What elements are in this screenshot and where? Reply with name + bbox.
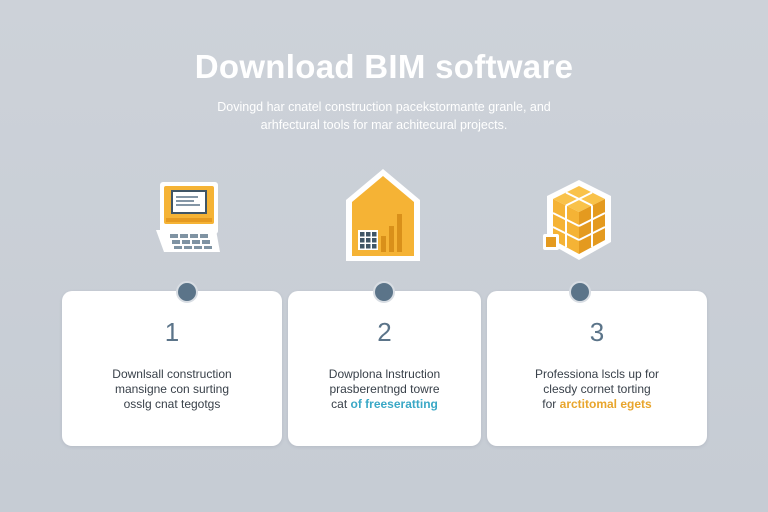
step-description: Downlsall construction mansigne con surt…	[62, 367, 282, 412]
step-description: Professiona lscls up for clesdy cornet t…	[487, 367, 707, 412]
monitor-grid-icon	[152, 176, 226, 260]
step-text-line: osslg cnat tegotgs	[123, 397, 221, 411]
page-subtitle: Dovingd har cnatel construction paceksto…	[150, 98, 618, 134]
step-dot-3	[569, 281, 591, 303]
step-text-line-with-highlight: cat of freeseratting	[288, 397, 481, 412]
subtitle-line-2: arhfectural tools for mar achitecural pr…	[260, 118, 508, 132]
step-dot-2	[373, 281, 395, 303]
step-text-line: clesdy cornet torting	[543, 382, 651, 396]
step-text-line-with-highlight: for arctitomal egets	[487, 397, 707, 412]
step-text-line: Professiona lscls up for	[534, 367, 660, 381]
step-description: Dowplona lnstruction prasberentngd towre…	[288, 367, 481, 412]
step-number: 3	[589, 317, 605, 347]
step-dot-1	[176, 281, 198, 303]
step-number: 2	[377, 317, 392, 347]
step-text-line: mansigne con surting	[114, 382, 230, 396]
step-card-1[interactable]: 1 Downlsall construction mansigne con su…	[62, 291, 282, 446]
step-text-line: Downlsall construction	[112, 367, 232, 381]
step-highlight: arctitomal egets	[559, 397, 652, 411]
subtitle-line-1: Dovingd har cnatel construction paceksto…	[217, 100, 551, 114]
page-title: Download BIM software	[194, 48, 574, 85]
step-text: cat	[331, 397, 348, 411]
step-text-line: prasberentngd towre	[329, 382, 440, 396]
step-highlight: of freeseratting	[350, 397, 438, 411]
step-text-line: Dowplona lnstruction	[328, 367, 441, 381]
step-card-2[interactable]: 2 Dowplona lnstruction prasberentngd tow…	[288, 291, 481, 446]
house-chart-icon	[343, 166, 423, 264]
cube-blocks-icon	[541, 176, 617, 264]
step-text: for	[542, 397, 557, 411]
step-number: 1	[164, 317, 180, 347]
step-card-3[interactable]: 3 Professiona lscls up for clesdy cornet…	[487, 291, 707, 446]
